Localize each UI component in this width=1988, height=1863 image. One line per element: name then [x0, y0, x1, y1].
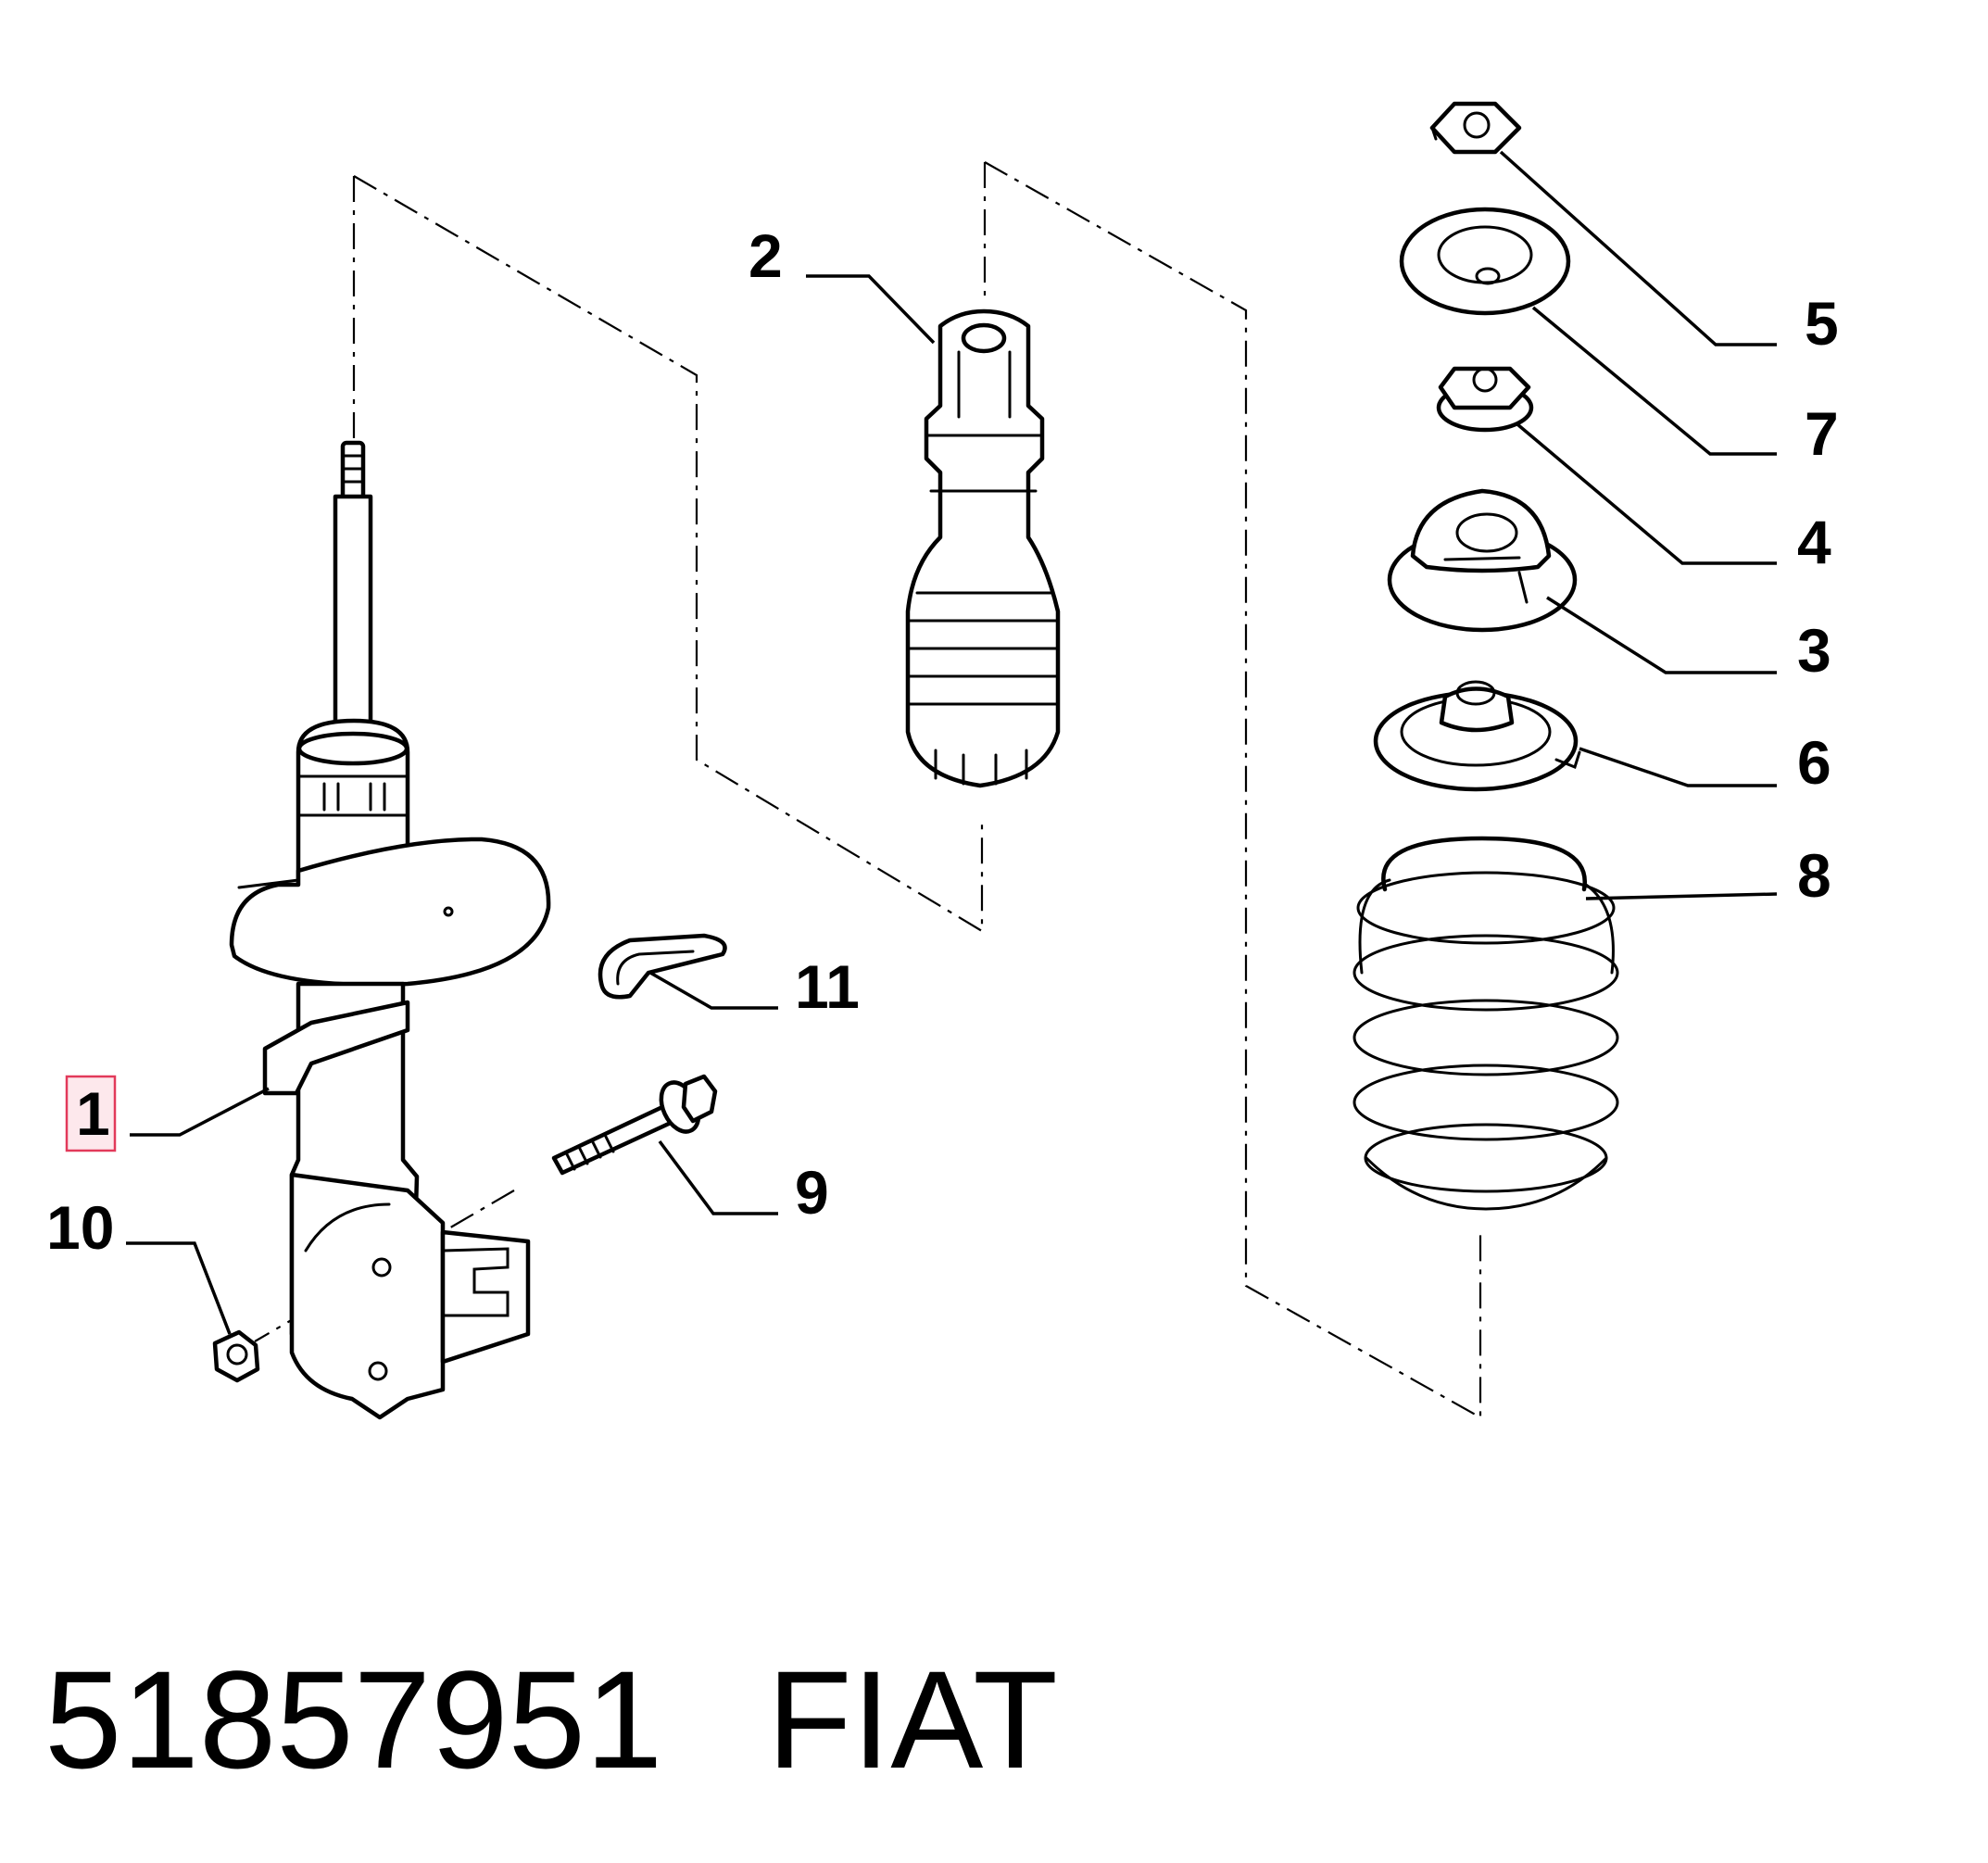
lower-nut[interactable] [212, 1329, 260, 1383]
callout-labels: 1 2 3 4 5 6 7 8 9 10 11 [46, 221, 1839, 1262]
callout-1-highlight [65, 1075, 117, 1152]
coil-spring[interactable] [1353, 836, 1619, 1211]
callout-11[interactable]: 11 [795, 952, 860, 1021]
callout-3[interactable]: 3 [1797, 616, 1831, 685]
mounting-bolt[interactable] [551, 1074, 718, 1176]
top-nut[interactable] [1429, 101, 1522, 155]
retaining-clip[interactable] [598, 933, 727, 1000]
dust-boot[interactable] [905, 308, 1061, 788]
part-number: 51857951 [44, 1642, 662, 1797]
callout-6[interactable]: 6 [1797, 728, 1831, 797]
strut-top-mount[interactable] [1387, 488, 1578, 633]
callout-9[interactable]: 9 [795, 1158, 829, 1227]
callout-8[interactable]: 8 [1797, 841, 1831, 910]
callout-5[interactable]: 5 [1805, 289, 1839, 358]
callout-2[interactable]: 2 [749, 221, 783, 290]
brand-name: FIAT [767, 1642, 1058, 1797]
flanged-nut[interactable] [1436, 366, 1534, 433]
leader-lines [126, 150, 1778, 1335]
shock-absorber-strut[interactable] [229, 440, 551, 1420]
top-washer[interactable] [1399, 207, 1571, 316]
footer-caption: 51857951 FIAT [44, 1642, 1058, 1797]
callout-7[interactable]: 7 [1805, 399, 1839, 468]
callout-10[interactable]: 10 [46, 1193, 114, 1262]
callout-1[interactable]: 1 [76, 1079, 110, 1148]
callout-4[interactable]: 4 [1797, 508, 1831, 576]
spring-seat[interactable] [1373, 680, 1581, 792]
